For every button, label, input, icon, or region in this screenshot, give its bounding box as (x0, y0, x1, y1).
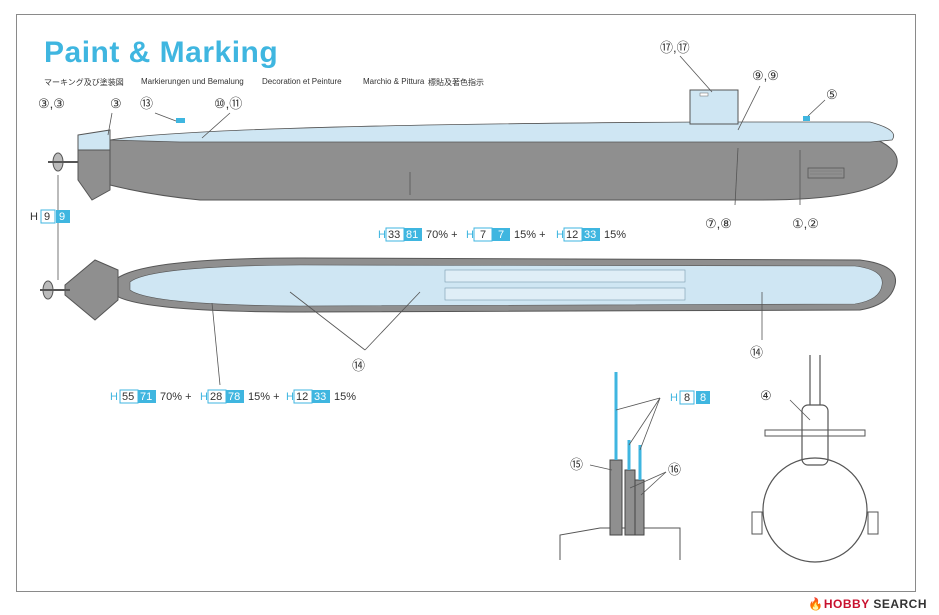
paint-mix-hull-upper: H 33 81 70% + H 7 7 15% + H 12 33 15% (378, 227, 626, 242)
svg-text:9: 9 (59, 211, 65, 223)
callout-3: ③ (110, 96, 122, 111)
svg-text:7: 7 (498, 229, 504, 241)
svg-text:70% +: 70% + (426, 229, 458, 241)
svg-text:70% +: 70% + (160, 391, 192, 403)
svg-text:33: 33 (584, 229, 596, 241)
callout-9-9: ⑨,⑨ (752, 68, 779, 83)
callout-15: ⑮ (570, 457, 583, 472)
svg-text:12: 12 (296, 391, 308, 403)
svg-text:8: 8 (684, 392, 690, 404)
leader-lines (57, 55, 826, 496)
callout-14-left: ⑭ (352, 358, 365, 373)
svg-text:H: H (200, 391, 208, 403)
svg-text:H: H (30, 211, 38, 223)
callout-13: ⑬ (140, 96, 153, 111)
svg-text:33: 33 (388, 229, 400, 241)
subtitle-fr: Decoration et Peinture (262, 77, 342, 86)
callout-3-3: ③,③ (38, 96, 65, 111)
svg-text:15%: 15% (334, 391, 356, 403)
callout-5: ⑤ (826, 87, 838, 102)
callout-7-8: ⑦,⑧ (705, 216, 732, 231)
watermark: 🔥HOBBY SEARCH (808, 597, 927, 611)
callout-1-2: ①,② (792, 216, 819, 231)
svg-text:55: 55 (122, 391, 134, 403)
callout-4: ④ (760, 388, 772, 403)
svg-text:H: H (466, 229, 474, 241)
callout-10-11: ⑩,⑪ (214, 96, 242, 111)
page-title: Paint & Marking (44, 36, 279, 69)
top-view (40, 257, 897, 321)
front-view (751, 355, 879, 563)
subtitle-cn: 標貼及著色指示 (428, 78, 484, 87)
mast-detail (559, 372, 681, 560)
svg-text:71: 71 (140, 391, 152, 403)
svg-text:H: H (670, 392, 678, 404)
svg-text:9: 9 (44, 211, 50, 223)
svg-text:H: H (556, 229, 564, 241)
svg-text:33: 33 (314, 391, 326, 403)
watermark-text: SEARCH (869, 597, 927, 611)
svg-text:81: 81 (406, 229, 418, 241)
paint-mix-hull-lower: H 55 71 70% + H 28 78 15% + H 12 33 15% (110, 389, 356, 404)
paint-mix-prop: H 9 9 (30, 209, 70, 224)
callout-17-17: ⑰,⑰ (660, 40, 690, 55)
svg-text:78: 78 (228, 391, 240, 403)
svg-text:H: H (286, 391, 294, 403)
svg-text:7: 7 (480, 229, 486, 241)
svg-text:28: 28 (210, 391, 222, 403)
callout-14-right: ⑭ (750, 345, 763, 360)
subtitle-de: Markierungen und Bemalung (141, 77, 244, 86)
side-view (48, 89, 898, 201)
page-frame (16, 14, 916, 592)
svg-text:15% +: 15% + (514, 229, 546, 241)
svg-text:H: H (110, 391, 118, 403)
watermark-logo: 🔥HOBBY (808, 597, 870, 611)
svg-text:15% +: 15% + (248, 391, 280, 403)
subtitle-jp: マーキング及び塗装図 (44, 78, 124, 87)
paint-mix-mast: H 8 8 (670, 390, 710, 405)
svg-text:15%: 15% (604, 229, 626, 241)
svg-text:12: 12 (566, 229, 578, 241)
callout-16: ⑯ (668, 462, 681, 477)
subtitle-it: Marchio & Pittura (363, 77, 425, 86)
svg-text:8: 8 (700, 392, 706, 404)
svg-text:H: H (378, 229, 386, 241)
